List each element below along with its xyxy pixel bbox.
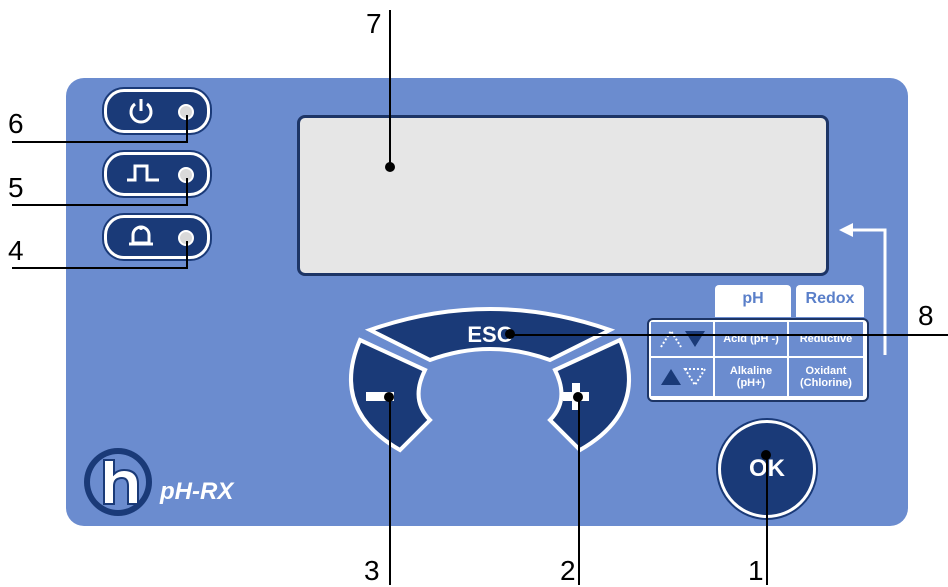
pulse-icon — [127, 164, 159, 182]
esc-button[interactable] — [364, 307, 616, 363]
triangles-down-icon — [651, 322, 713, 356]
callout-6: 6 — [8, 108, 24, 139]
power-icon — [129, 99, 153, 124]
redox-row-2: Oxidant (Chlorine) — [789, 358, 863, 396]
power-button[interactable] — [104, 89, 210, 133]
cropped-header-text — [230, 0, 948, 12]
brand-name: pH-RX — [160, 478, 234, 505]
header-redox: Redox — [796, 285, 864, 317]
mode-table: Acid (pH -) Reductive Alkaline (pH+) Oxi… — [647, 318, 869, 402]
callout-7: 7 — [366, 8, 382, 39]
callout-2: 2 — [560, 555, 576, 586]
callout-8: 8 — [918, 300, 934, 331]
minus-icon — [366, 392, 394, 401]
lcd-display — [297, 115, 829, 276]
callout-4: 4 — [8, 235, 24, 266]
dosing-button[interactable] — [104, 152, 210, 196]
ph-row-1: Acid (pH -) — [715, 322, 787, 356]
triangles-up-icon — [651, 358, 713, 396]
bell-icon — [129, 225, 153, 246]
ph-row-2: Alkaline (pH+) — [715, 358, 787, 396]
h-logo-icon — [84, 448, 152, 516]
plus-button[interactable] — [547, 337, 631, 453]
callout-3: 3 — [364, 555, 380, 586]
callout-5: 5 — [8, 172, 24, 203]
header-ph: pH — [715, 285, 791, 317]
alarm-button[interactable] — [104, 215, 210, 259]
redox-row-1: Reductive — [789, 322, 863, 356]
callout-1: 1 — [748, 555, 764, 586]
mode-arrow — [839, 223, 887, 355]
